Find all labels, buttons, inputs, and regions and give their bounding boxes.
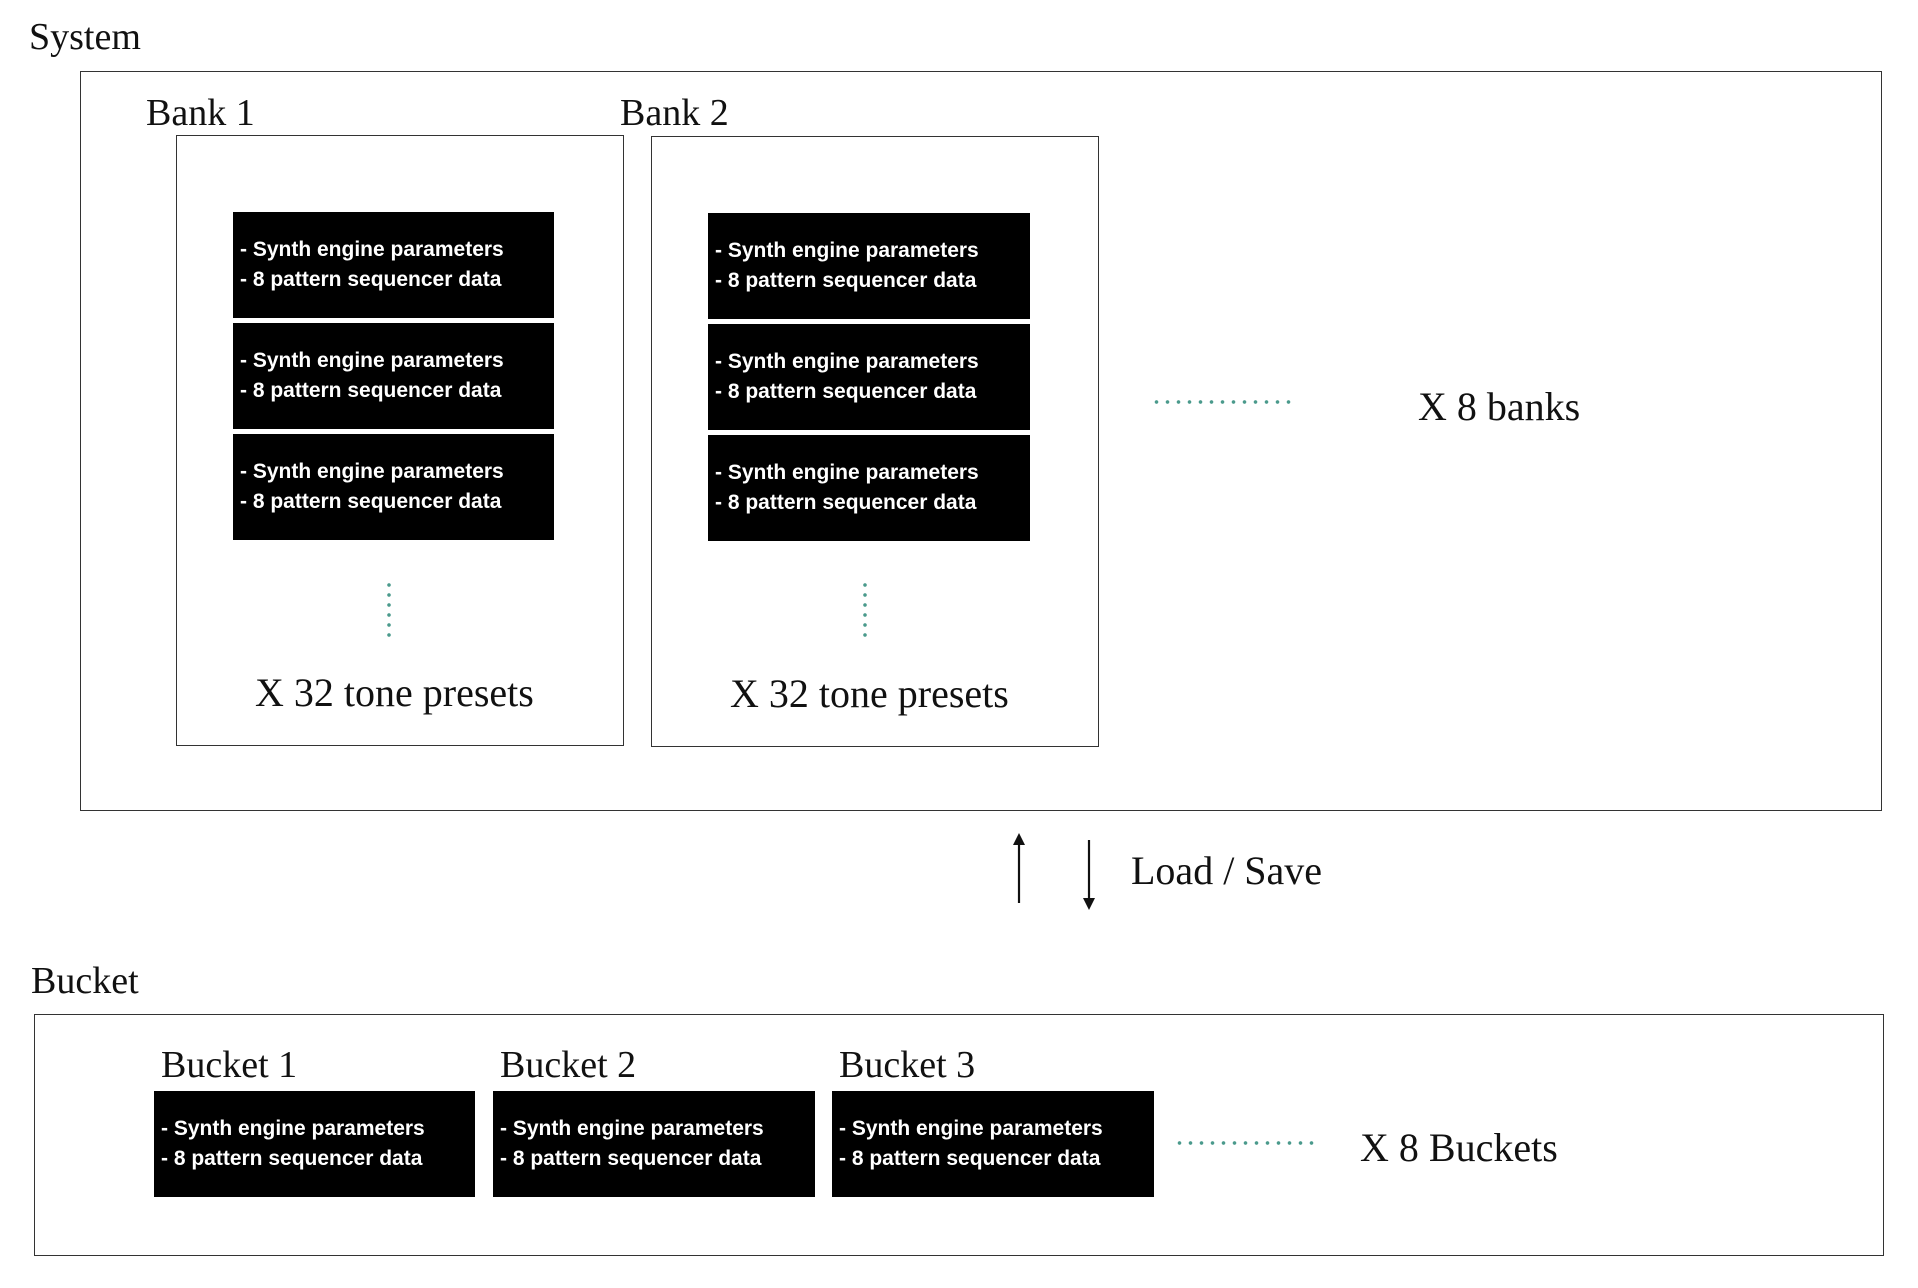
load-arrow-icon [1013, 833, 1025, 903]
bucket-2-title: Bucket 2 [500, 1044, 637, 1086]
preset-line-sequencer: - 8 pattern sequencer data [240, 490, 502, 513]
bucket-3-title: Bucket 3 [839, 1044, 976, 1086]
bucket-frame [34, 1014, 1884, 1256]
preset-line-synth: - Synth engine parameters [715, 239, 979, 262]
bank-2-preset-count: X 32 tone presets [730, 671, 1009, 716]
bucket-1-preset: - Synth engine parameters - 8 pattern se… [154, 1091, 475, 1197]
preset-line-sequencer: - 8 pattern sequencer data [715, 491, 977, 514]
preset-line-synth: - Synth engine parameters [161, 1117, 425, 1140]
preset-line-synth: - Synth engine parameters [715, 350, 979, 373]
bucket-title: Bucket [31, 960, 139, 1002]
bank-1-preset-1: - Synth engine parameters - 8 pattern se… [233, 212, 554, 318]
bank-2-preset-2: - Synth engine parameters - 8 pattern se… [708, 324, 1030, 430]
bucket-3-preset: - Synth engine parameters - 8 pattern se… [832, 1091, 1154, 1197]
save-arrow-icon [1083, 840, 1095, 910]
bank-2-preset-1: - Synth engine parameters - 8 pattern se… [708, 213, 1030, 319]
preset-line-sequencer: - 8 pattern sequencer data [240, 268, 502, 291]
preset-line-synth: - Synth engine parameters [240, 349, 504, 372]
bank-2-title: Bank 2 [620, 92, 729, 134]
more-buckets-dots [1174, 1140, 1319, 1146]
bucket-count: X 8 Buckets [1360, 1125, 1558, 1170]
preset-line-sequencer: - 8 pattern sequencer data [839, 1147, 1101, 1170]
preset-line-sequencer: - 8 pattern sequencer data [715, 269, 977, 292]
bank-2-frame [651, 136, 1099, 747]
preset-line-synth: - Synth engine parameters [240, 238, 504, 261]
preset-line-synth: - Synth engine parameters [839, 1117, 1103, 1140]
preset-line-synth: - Synth engine parameters [240, 460, 504, 483]
bank-1-preset-2: - Synth engine parameters - 8 pattern se… [233, 323, 554, 429]
bank-1-frame [176, 135, 624, 746]
bank-2-preset-3: - Synth engine parameters - 8 pattern se… [708, 435, 1030, 541]
bank-2-more-presets-dots [862, 580, 868, 640]
more-banks-dots [1151, 399, 1296, 405]
bank-1-title: Bank 1 [146, 92, 255, 134]
system-title: System [29, 16, 141, 58]
bucket-1-title: Bucket 1 [161, 1044, 298, 1086]
preset-line-sequencer: - 8 pattern sequencer data [500, 1147, 762, 1170]
bank-1-preset-3: - Synth engine parameters - 8 pattern se… [233, 434, 554, 540]
bank-1-more-presets-dots [386, 580, 392, 640]
preset-line-sequencer: - 8 pattern sequencer data [161, 1147, 423, 1170]
load-save-label: Load / Save [1131, 848, 1323, 893]
bucket-2-preset: - Synth engine parameters - 8 pattern se… [493, 1091, 815, 1197]
preset-line-synth: - Synth engine parameters [500, 1117, 764, 1140]
bank-1-preset-count: X 32 tone presets [255, 670, 534, 715]
preset-line-synth: - Synth engine parameters [715, 461, 979, 484]
preset-line-sequencer: - 8 pattern sequencer data [240, 379, 502, 402]
system-frame [80, 71, 1882, 811]
bank-count: X 8 banks [1418, 384, 1581, 429]
preset-line-sequencer: - 8 pattern sequencer data [715, 380, 977, 403]
